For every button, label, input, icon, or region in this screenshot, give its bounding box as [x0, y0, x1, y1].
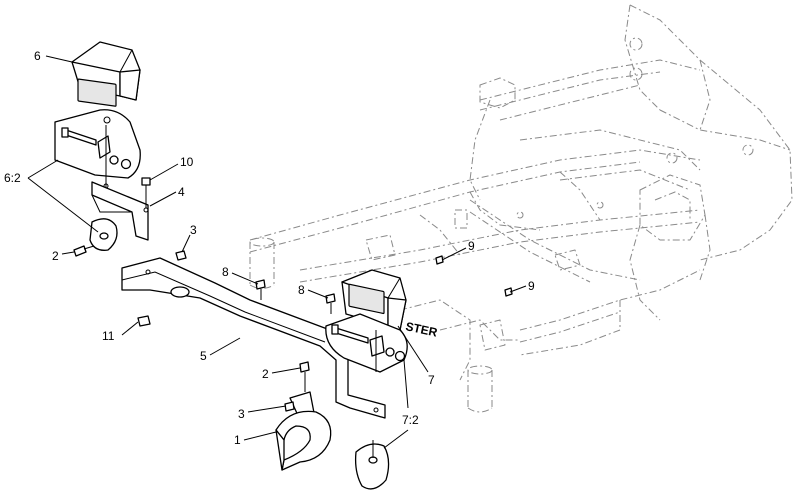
headlight-right	[341, 269, 407, 331]
nut-3-lower	[284, 401, 295, 412]
bolt-9-right	[504, 287, 513, 297]
callout-6: 6	[34, 49, 41, 63]
leader-lines	[27, 55, 527, 449]
light-bracket-left	[54, 109, 141, 190]
clamp-bracket	[275, 391, 332, 471]
bolt-8-left	[255, 279, 266, 300]
chassis-frame	[249, 4, 793, 413]
callout-9-left: 9	[468, 239, 475, 253]
mount-pad-left	[89, 218, 118, 251]
nut-11	[137, 315, 151, 327]
callout-1: 1	[234, 433, 241, 447]
callout-3-upper: 3	[190, 223, 197, 237]
callouts: 6 6:2 10 4 2 3 8 8 11 5 2 3 1 9 9 7 7:2	[4, 49, 535, 447]
callout-7-2: 7:2	[402, 413, 419, 427]
bolt-10	[141, 177, 151, 208]
headlight-left	[71, 41, 141, 107]
nut-3-upper	[175, 250, 187, 261]
callout-2-center: 2	[262, 367, 269, 381]
callout-6-2: 6:2	[4, 171, 21, 185]
callout-8-left: 8	[222, 265, 229, 279]
callout-5: 5	[200, 349, 207, 363]
bolt-9-left	[435, 255, 444, 265]
callout-4: 4	[178, 185, 185, 199]
mount-pad-right	[354, 440, 390, 490]
callout-9-right: 9	[528, 279, 535, 293]
callout-7: 7	[428, 373, 435, 387]
callout-11: 11	[102, 329, 115, 343]
callout-8-right: 8	[298, 283, 305, 297]
callout-10: 10	[180, 155, 194, 169]
callout-2-left: 2	[52, 249, 59, 263]
bolt-2-center	[299, 361, 310, 392]
callout-3-lower: 3	[238, 407, 245, 421]
bolt-8-right	[325, 293, 336, 314]
frame-decal-text: STER	[404, 319, 439, 339]
bolt-2-left	[73, 245, 95, 257]
